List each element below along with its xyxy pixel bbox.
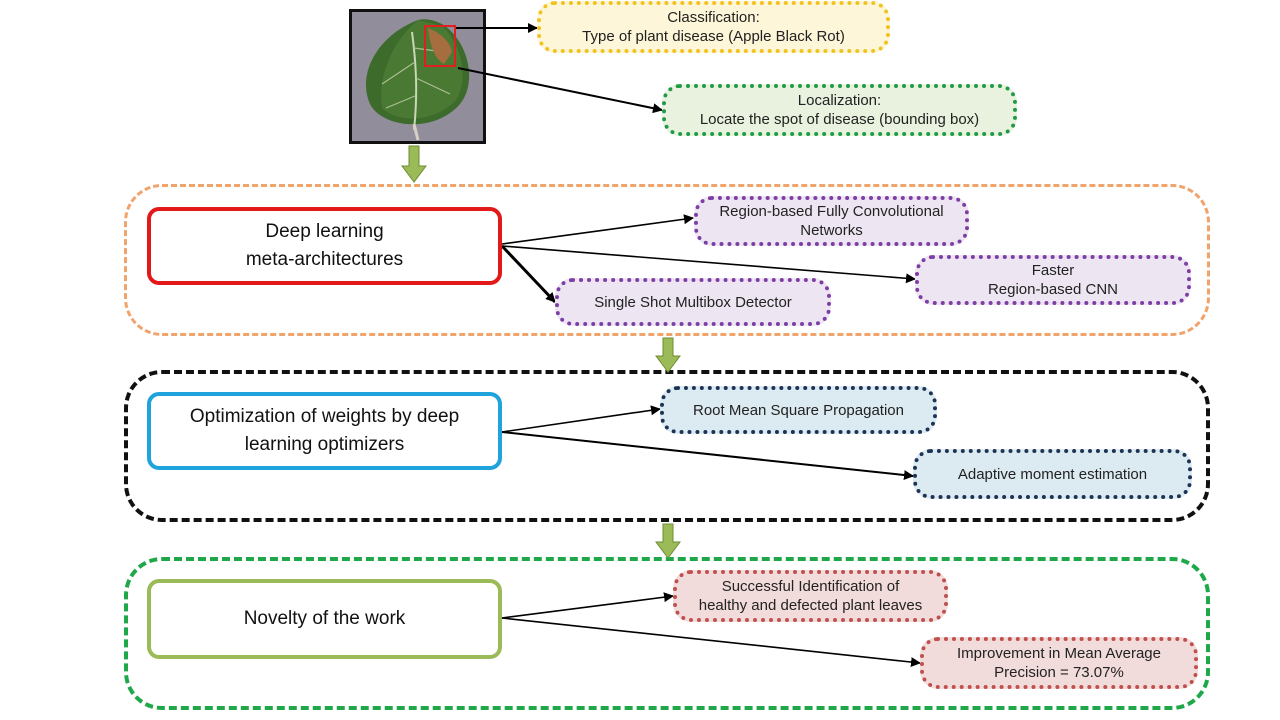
arrow-to-localization [457,67,663,114]
identification-line2: healthy and defected plant leaves [698,597,923,614]
identification-line1: Successful Identification of [721,578,900,595]
flow-arrow-1 [401,145,427,183]
adam-label: Adaptive moment estimation [957,465,1148,483]
meta-architectures-group [124,184,1210,336]
faster-rcnn-box: Faster Region-based CNN [915,255,1191,305]
localization-box: Localization: Locate the spot of disease… [662,84,1017,136]
adam-box: Adaptive moment estimation [913,449,1192,499]
classification-title: Classification: [667,9,760,26]
rfcn-line2: Networks [800,222,863,239]
arrow-novelty-identification [501,592,674,619]
meta-line2: meta-architectures [245,249,404,270]
map-line2: Precision = 73.07% [994,664,1124,681]
optimizers-group [124,370,1210,522]
flow-arrow-3 [655,523,681,559]
classification-box: Classification: Type of plant disease (A… [537,1,890,53]
arrow-meta-rfcn [501,214,694,245]
leaf-photo-icon [352,12,483,141]
optim-line2: learning optimizers [244,434,405,455]
arrow-meta-faster [501,245,916,284]
arrow-optim-rmsprop [501,405,661,433]
rfcn-box: Region-based Fully Convolutional Network… [694,196,969,246]
novelty-line1: Novelty of the work [243,608,406,629]
map-improvement-box: Improvement in Mean Average Precision = … [920,637,1198,689]
rmsprop-box: Root Mean Square Propagation [660,386,937,434]
identification-box: Successful Identification of healthy and… [673,570,948,622]
localization-text: Locate the spot of disease (bounding box… [699,111,980,128]
classification-text: Type of plant disease (Apple Black Rot) [582,28,845,45]
rmsprop-label: Root Mean Square Propagation [693,401,904,419]
faster-line1: Faster [1031,262,1075,279]
meta-architectures-box: Deep learning meta-architectures [147,207,502,285]
map-line1: Improvement in Mean Average [956,645,1161,662]
ssd-box: Single Shot Multibox Detector [555,278,831,326]
arrow-novelty-map [501,617,921,668]
ssd-line1: Single Shot Multibox Detector [594,293,792,311]
apple-leaf-image [349,9,486,144]
optim-line1: Optimization of weights by deep [189,406,460,427]
optimizers-box: Optimization of weights by deep learning… [147,392,502,470]
arrow-optim-adam [501,431,914,481]
localization-title: Localization: [797,92,882,109]
novelty-box: Novelty of the work [147,579,502,659]
arrow-meta-ssd [500,244,557,304]
novelty-group [124,557,1210,710]
flow-arrow-2 [655,337,681,373]
meta-line1: Deep learning [265,221,384,242]
faster-line2: Region-based CNN [987,281,1119,298]
rfcn-line1: Region-based Fully Convolutional [719,203,944,220]
